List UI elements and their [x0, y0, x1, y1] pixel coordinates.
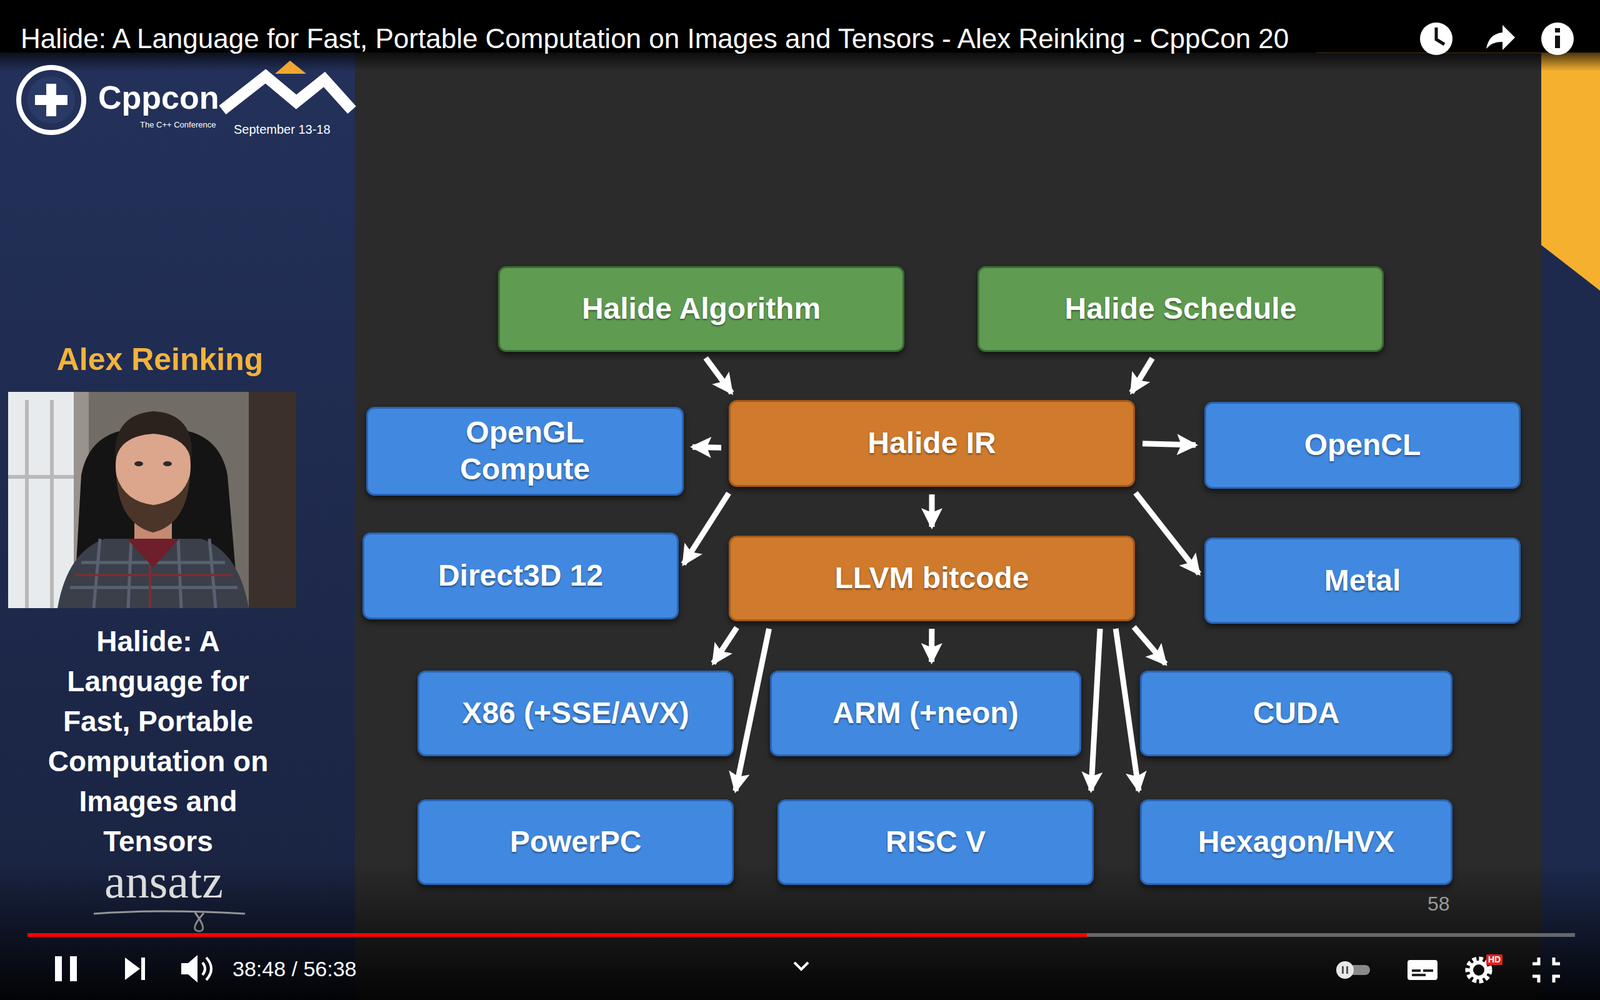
flow-arrow [1135, 492, 1200, 574]
flow-arrow [713, 627, 737, 664]
flow-arrow [1091, 628, 1100, 791]
flow-arrow [1133, 626, 1166, 664]
backend-box: Metal [1204, 537, 1521, 624]
backend-box: Direct3D 12 [362, 532, 679, 620]
slide-number: 58 [1427, 893, 1450, 914]
flow-arrow [705, 358, 732, 394]
brand-tagline: The C++ Conference [140, 120, 216, 130]
box-label: OpenGL Compute [421, 414, 629, 488]
box-label: OpenCL [1304, 426, 1422, 464]
target-box: X86 (+SSE/AVX) [417, 670, 734, 757]
schedule-box: Halide Schedule [977, 266, 1384, 352]
brand-name: Cppcon [98, 81, 220, 114]
talk-title: Halide: A Language for Fast, Portable Co… [33, 621, 284, 862]
flow-arrow [1131, 358, 1152, 393]
target-box: PowerPC [417, 799, 734, 885]
box-label: X86 (+SSE/AVX) [461, 695, 689, 732]
flow-arrow [683, 493, 730, 565]
algorithm-box: Halide Algorithm [498, 266, 905, 352]
box-label: LLVM bitcode [834, 560, 1029, 597]
backend-box: OpenCL [1204, 401, 1521, 489]
target-box: Hexagon/HVX [1140, 799, 1453, 885]
quality-badge: HD [1486, 954, 1503, 965]
flow-arrow [929, 494, 935, 527]
event-date: September 13-18 [233, 122, 331, 137]
flow-arrow [1142, 443, 1196, 445]
box-label: Metal [1324, 562, 1402, 600]
flow-arrow [735, 628, 770, 792]
ir-box: Halide IR [728, 400, 1135, 487]
box-label: Hexagon/HVX [1198, 823, 1395, 861]
box-label: Halide IR [867, 425, 996, 462]
flow-arrow [1115, 628, 1139, 791]
box-label: CUDA [1253, 695, 1340, 732]
video-title: Halide: A Language for Fast, Portable Co… [20, 22, 1289, 56]
box-label: Direct3D 12 [438, 557, 604, 595]
ir-box: LLVM bitcode [728, 535, 1135, 622]
box-label: RISC V [885, 823, 986, 861]
sponsor-logo: ansatz [38, 857, 289, 905]
target-box: CUDA [1140, 670, 1453, 757]
speaker-name: Alex Reinking [3, 342, 317, 377]
flow-arrow [928, 628, 935, 662]
box-label: Halide Algorithm [581, 290, 821, 328]
target-box: ARM (+neon) [770, 670, 1082, 757]
backend-box: OpenGL Compute [366, 406, 684, 496]
playback-time: 38:48 / 56:38 [232, 958, 357, 980]
box-label: PowerPC [510, 823, 642, 861]
target-box: RISC V [777, 799, 1094, 885]
box-label: Halide Schedule [1065, 290, 1297, 328]
box-label: ARM (+neon) [832, 695, 1019, 732]
flow-arrow [692, 446, 722, 448]
